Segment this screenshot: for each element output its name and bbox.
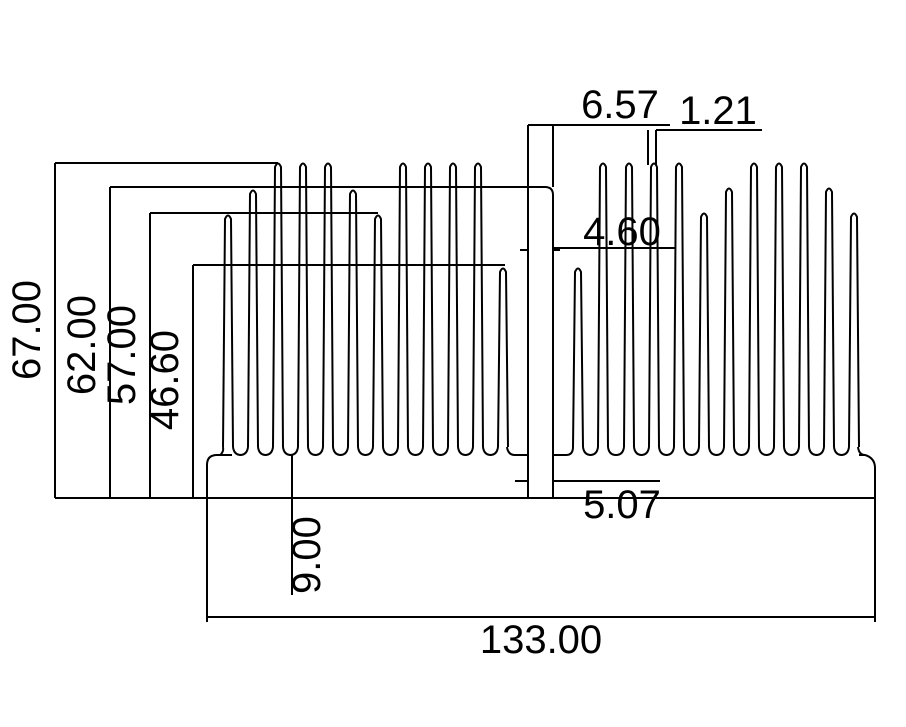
fin [848, 212, 860, 448]
fin [297, 162, 309, 448]
fin [322, 162, 334, 448]
dim-height-57: 57.00 [100, 305, 144, 405]
fins [217, 162, 866, 457]
base-outline [206, 454, 876, 498]
fin-root [232, 446, 249, 456]
fin [798, 162, 810, 448]
fin [698, 212, 710, 448]
fin-root [217, 446, 225, 456]
fin [347, 189, 359, 448]
fin-root [357, 446, 374, 456]
dim-slot-bottom: 5.07 [583, 483, 661, 527]
fin-root [733, 446, 750, 456]
fin-root [833, 446, 850, 456]
fin [397, 162, 409, 448]
fin-root [257, 446, 274, 456]
fin-root [457, 446, 474, 456]
fin-root [307, 446, 324, 456]
fin-root [282, 446, 299, 456]
fin-root [658, 446, 675, 456]
fin-root [432, 446, 449, 456]
fin [723, 187, 735, 448]
fin [272, 162, 284, 448]
fin-root [708, 446, 725, 456]
fin-root [553, 446, 574, 456]
fin-root [857, 446, 866, 456]
fin-root [582, 446, 599, 456]
dim-overall-height: 67.00 [5, 280, 49, 380]
fin [247, 189, 259, 448]
dim-overall-width: 133.00 [480, 618, 602, 662]
dimension-lines [54, 124, 876, 622]
fin [648, 162, 660, 448]
fin [422, 162, 434, 448]
fin-root [482, 446, 499, 456]
dim-slot-inner: 4.60 [583, 210, 661, 254]
fin [372, 214, 384, 448]
fin [748, 162, 760, 448]
dim-fin-thickness: 1.21 [679, 89, 757, 133]
dim-height-62: 62.00 [60, 295, 104, 395]
fin [222, 214, 234, 448]
fin [773, 162, 785, 448]
center-slot [520, 249, 560, 480]
fin-root [808, 446, 825, 456]
dim-height-46: 46.60 [143, 330, 187, 430]
fin [597, 162, 609, 448]
fin-root [633, 446, 650, 456]
fin-root [382, 446, 399, 456]
fin-root [407, 446, 424, 456]
fin [823, 187, 835, 448]
fin-root [683, 446, 700, 456]
fin-root [758, 446, 775, 456]
fin-root [783, 446, 800, 456]
dim-slot-width: 6.57 [581, 83, 659, 127]
fin-root [506, 446, 528, 456]
fin [497, 267, 509, 448]
fin [572, 267, 584, 448]
fin-root [332, 446, 349, 456]
fin-root [607, 446, 625, 457]
fin [673, 162, 685, 448]
fin [623, 162, 635, 448]
dim-base-thickness: 9.00 [285, 516, 329, 594]
fin [447, 162, 459, 448]
fin [472, 162, 484, 448]
